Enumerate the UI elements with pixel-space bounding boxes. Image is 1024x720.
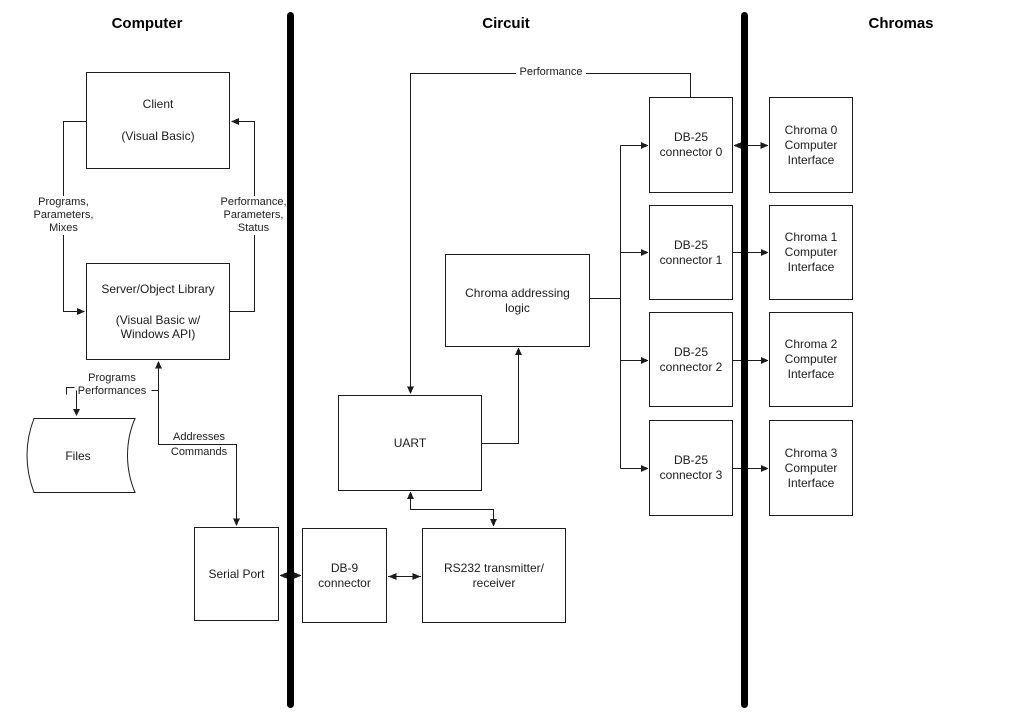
db25-label: DB-25	[673, 237, 708, 252]
db25-label: DB-25	[673, 344, 708, 359]
logic-to-db25-connectors	[590, 142, 649, 472]
serial-port-label: Serial Port	[208, 566, 265, 581]
client-label: Client	[142, 97, 174, 111]
chroma-label: Chroma 3	[784, 445, 838, 460]
rs232-label: RS232 transmitter/	[443, 560, 545, 575]
server-to-files-connector	[66, 387, 158, 416]
chroma-interface-box-0: Chroma 0 Computer Interface	[769, 97, 853, 193]
chroma-label: Chroma 2	[784, 337, 838, 351]
chroma-sublabel-2: Interface	[787, 475, 835, 490]
chroma-sublabel-1: Computer	[784, 460, 838, 475]
chroma-label: Chroma 0	[784, 122, 838, 137]
db25-chroma-connectors	[733, 142, 769, 472]
db9-sublabel: connector	[318, 575, 371, 590]
chroma-interface-box-1: Chroma 1 Computer Interface	[769, 205, 853, 300]
chroma-sublabel-2: Interface	[787, 152, 835, 167]
db9-connector-box: DB-9 connector	[302, 528, 387, 623]
db25-sublabel: connector 1	[659, 252, 723, 267]
circuit-chromas-divider	[741, 12, 748, 708]
db25-connector-box-0: DB-25 connector 0	[649, 97, 733, 193]
chroma-sublabel-1: Computer	[784, 245, 838, 259]
chroma-sublabel-2: Interface	[787, 367, 835, 381]
chroma-label: Chroma 1	[784, 230, 838, 244]
db25-connector-box-2: DB-25 connector 2	[649, 312, 733, 407]
uart-rs232-connector	[407, 491, 497, 527]
db25-label: DB-25	[673, 453, 708, 467]
client-sublabel: (Visual Basic)	[121, 129, 195, 143]
label-performance: Performance	[516, 66, 586, 79]
server-object-library-box: Server/Object Library (Visual Basic w/ W…	[86, 263, 230, 360]
chroma-logic-label: Chroma addressing	[465, 285, 570, 300]
files-shape	[26, 418, 136, 493]
section-title-computer: Computer	[111, 15, 183, 32]
client-box: Client (Visual Basic)	[86, 72, 230, 169]
db25-sublabel: connector 0	[659, 145, 723, 159]
section-title-circuit: Circuit	[482, 15, 530, 32]
server-sublabel-1: (Visual Basic w/	[115, 313, 201, 327]
serial-port-box: Serial Port	[194, 527, 279, 621]
chroma-sublabel-2: Interface	[787, 260, 835, 274]
server-label: Server/Object Library	[101, 282, 215, 296]
uart-to-logic-connector	[482, 347, 522, 444]
chroma-sublabel-1: Computer	[784, 352, 838, 366]
computer-circuit-divider	[287, 12, 294, 708]
db25-label: DB-25	[673, 130, 708, 144]
server-sublabel-2: Windows API)	[120, 327, 196, 341]
db9-label: DB-9	[330, 560, 359, 575]
label-performance-parameters-status: Performance, Parameters, Status	[217, 196, 290, 235]
rs232-sublabel: receiver	[472, 575, 516, 590]
label-programs-parameters-mixes: Programs, Parameters, Mixes	[28, 196, 99, 235]
db9-rs232-connector	[388, 573, 421, 580]
db25-sublabel: connector 2	[659, 359, 723, 374]
label-addresses-commands: Addresses Commands	[170, 431, 228, 458]
files-label: Files	[65, 449, 91, 463]
db25-connector-box-1: DB-25 connector 1	[649, 205, 733, 300]
uart-box: UART	[338, 395, 482, 491]
chroma-sublabel-1: Computer	[784, 137, 838, 152]
label-programs-performances: Programs Performances	[77, 372, 147, 397]
server-serialport-connector	[155, 361, 240, 526]
section-title-chromas: Chromas	[868, 15, 934, 32]
db25-sublabel: connector 3	[659, 468, 723, 482]
chroma-interface-box-3: Chroma 3 Computer Interface	[769, 420, 853, 516]
uart-label: UART	[393, 435, 427, 450]
rs232-box: RS232 transmitter/ receiver	[422, 528, 566, 623]
chroma-logic-sublabel: logic	[505, 300, 530, 315]
db25-connector-box-3: DB-25 connector 3	[649, 420, 733, 516]
chroma-interface-box-2: Chroma 2 Computer Interface	[769, 312, 853, 407]
chroma-addressing-logic-box: Chroma addressing logic	[445, 254, 590, 347]
